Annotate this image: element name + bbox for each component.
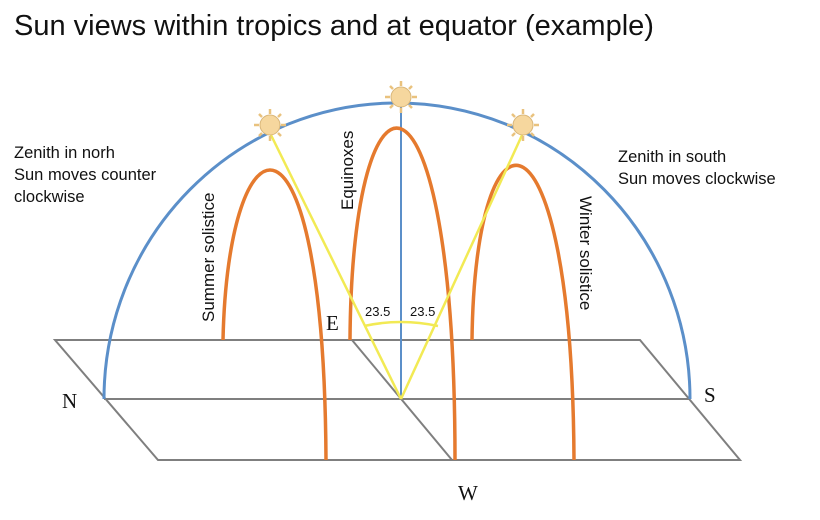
sun-ray-summer <box>268 132 403 400</box>
note-zenith-south: Zenith in south Sun moves clockwise <box>618 146 776 190</box>
note-line: Sun moves clockwise <box>618 170 776 188</box>
winter-solstice-path <box>470 163 576 461</box>
note-line: Zenith in south <box>618 148 727 166</box>
note-zenith-north: Zenith in norh Sun moves counter clockwi… <box>14 142 156 208</box>
direction-east: E <box>326 311 339 335</box>
note-line: Zenith in norh <box>14 144 115 162</box>
sun-summer-icon <box>254 109 286 141</box>
east-west-line <box>351 339 453 461</box>
label-winter-solstice: Winter solistice <box>576 196 595 310</box>
equinox-path <box>348 126 457 461</box>
angle-label-right: 23.5 <box>410 304 435 319</box>
sun-winter-icon <box>507 109 539 141</box>
label-summer-solstice: Summer solistice <box>199 193 218 322</box>
direction-west: W <box>458 481 478 505</box>
ground-outline <box>52 339 743 461</box>
meridian-arc <box>102 101 692 400</box>
sun-equinox-icon <box>385 81 417 113</box>
ground-plane <box>52 339 743 461</box>
sun-ray-winter <box>399 132 525 400</box>
angle-label-left: 23.5 <box>365 304 390 319</box>
direction-north: N <box>62 389 77 413</box>
angle-arc <box>363 320 439 328</box>
summer-solstice-path <box>221 168 328 461</box>
page-title: Sun views within tropics and at equator … <box>14 10 654 42</box>
note-line: Sun moves counter <box>14 166 157 184</box>
direction-south: S <box>704 383 716 407</box>
label-equinoxes: Equinoxes <box>338 131 357 210</box>
note-line: clockwise <box>14 188 85 206</box>
